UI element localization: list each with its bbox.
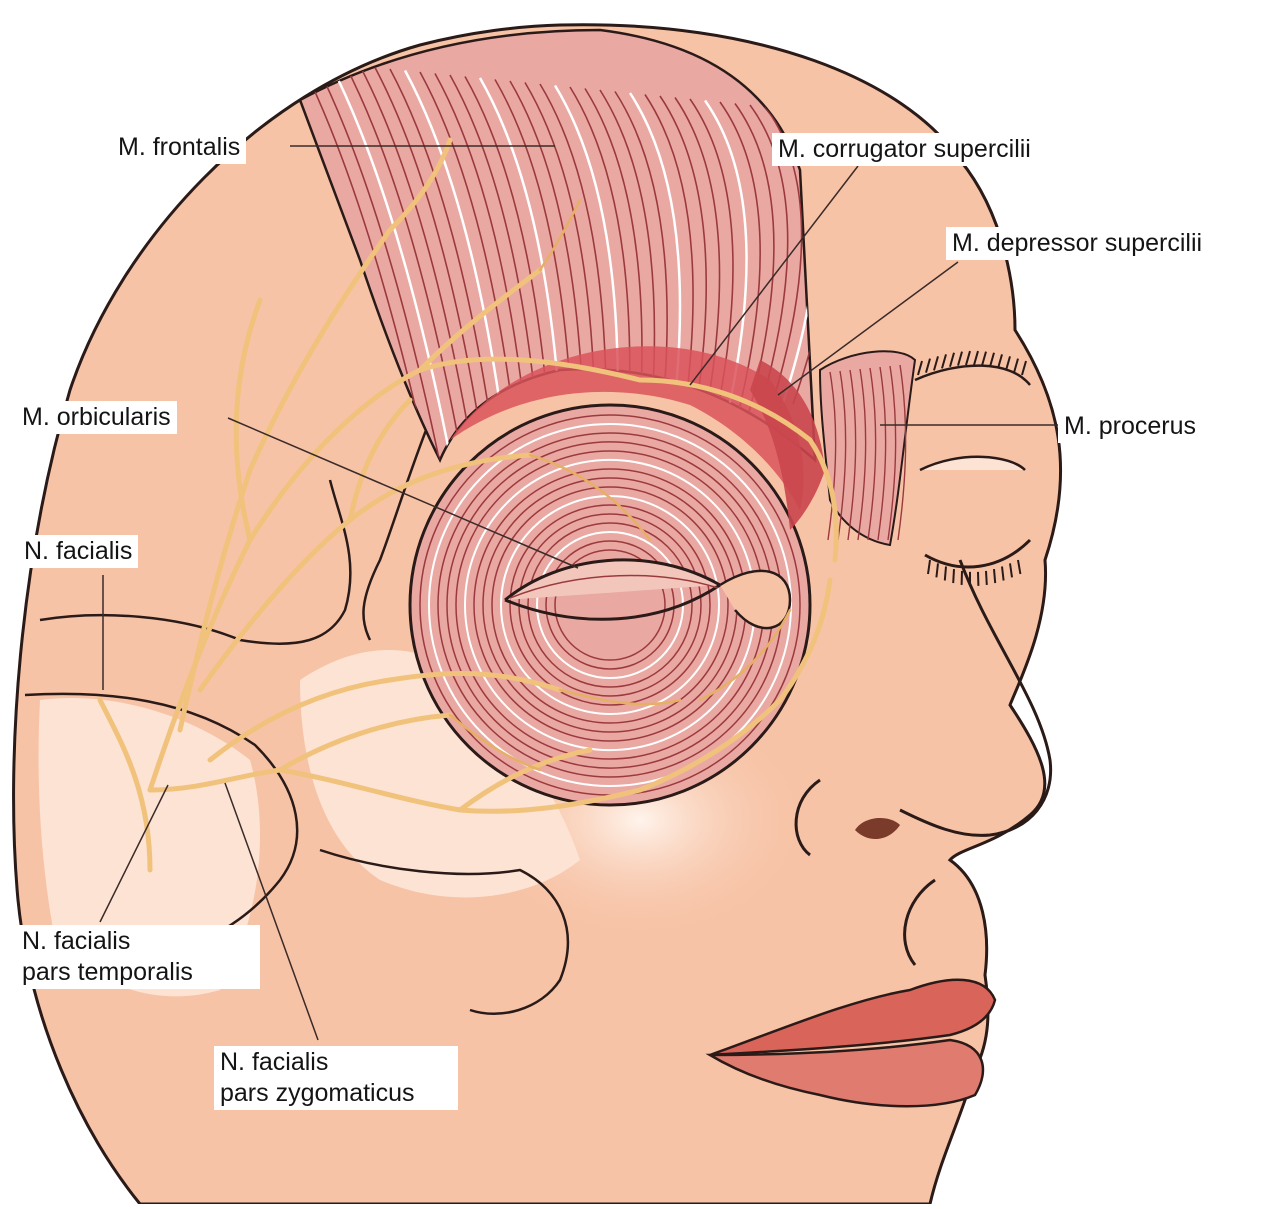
label-corrugator: M. corrugator supercilii [772,133,1037,166]
eyelash [994,569,995,583]
label-procerus: M. procerus [1058,410,1202,443]
label-facialis-zygomaticus: N. facialis pars zygomaticus [214,1046,458,1110]
label-facialis-temporalis: N. facialis pars temporalis [16,925,260,989]
label-zygomaticus-line1: N. facialis [220,1047,452,1078]
label-zygomaticus-line2: pars zygomaticus [220,1078,452,1109]
eyelash [953,569,954,583]
label-frontalis: M. frontalis [112,131,246,164]
eyelash [986,571,987,585]
label-temporalis-line1: N. facialis [22,926,254,957]
label-facialis: N. facialis [18,535,138,568]
eyelash [945,566,946,580]
label-depressor: M. depressor supercilii [946,227,1208,260]
label-temporalis-line2: pars temporalis [22,957,254,988]
label-orbicularis: M. orbicularis [16,401,177,434]
